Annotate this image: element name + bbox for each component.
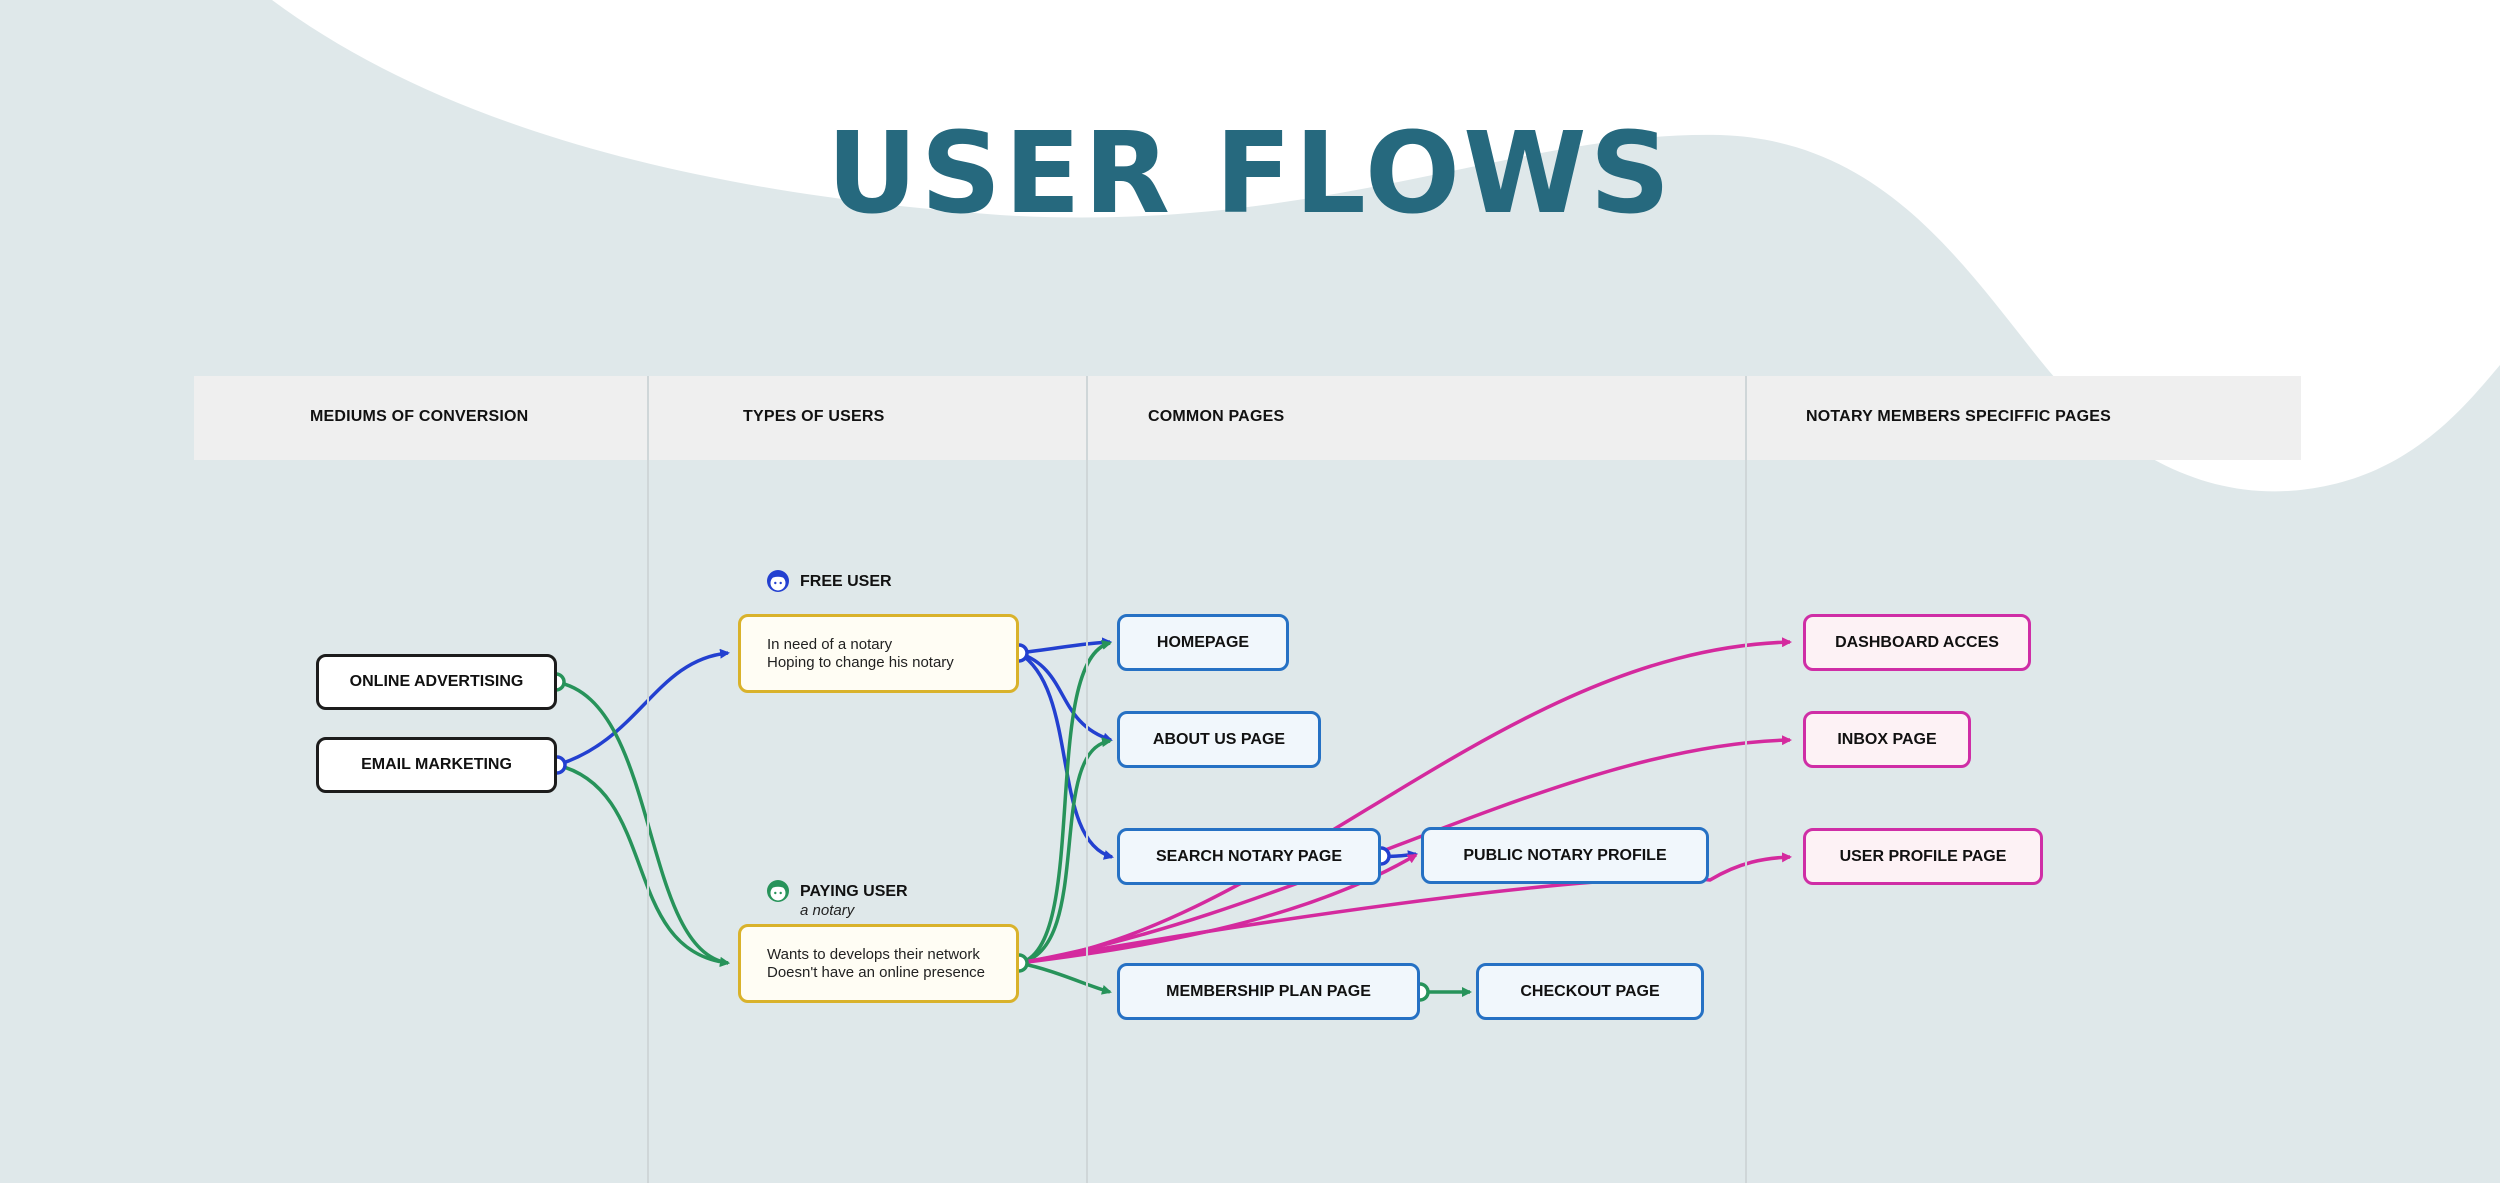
column-header-band bbox=[194, 376, 2301, 460]
node-search-notary-page[interactable]: SEARCH NOTARY PAGE bbox=[1117, 828, 1381, 885]
node-inbox-page[interactable]: INBOX PAGE bbox=[1803, 711, 1971, 768]
node-free-user[interactable]: In need of a notary Hoping to change his… bbox=[738, 614, 1019, 693]
node-paying-user[interactable]: Wants to develops their network Doesn't … bbox=[738, 924, 1019, 1003]
flow-paying-to-membership bbox=[1018, 961, 1112, 995]
flow-free-to-about bbox=[1018, 651, 1113, 743]
face-avatar-icon bbox=[767, 880, 789, 902]
flow-email-to-paying bbox=[556, 763, 730, 967]
column-header-user-types: TYPES OF USERS bbox=[743, 408, 885, 425]
node-dashboard-acces[interactable]: DASHBOARD ACCES bbox=[1803, 614, 2031, 671]
column-divider bbox=[647, 376, 649, 1183]
column-header-mediums: MEDIUMS OF CONVERSION bbox=[310, 408, 529, 425]
node-homepage[interactable]: HOMEPAGE bbox=[1117, 614, 1289, 671]
free-user-flows bbox=[556, 637, 1418, 861]
node-user-profile-page[interactable]: USER PROFILE PAGE bbox=[1803, 828, 2043, 885]
flow-paying-to-dashboard bbox=[1018, 637, 1792, 965]
column-divider bbox=[1086, 376, 1088, 1183]
face-avatar-icon bbox=[767, 570, 789, 592]
node-public-notary-profile[interactable]: PUBLIC NOTARY PROFILE bbox=[1421, 827, 1709, 884]
node-checkout-page[interactable]: CHECKOUT PAGE bbox=[1476, 963, 1704, 1020]
column-header-common-pages: COMMON PAGES bbox=[1148, 408, 1285, 425]
free-user-goal: Hoping to change his notary bbox=[767, 653, 954, 671]
page-title: USER FLOWS bbox=[826, 109, 1674, 239]
free-user-need: In need of a notary bbox=[767, 635, 893, 653]
paying-user-label: PAYING USER bbox=[800, 883, 908, 900]
column-divider bbox=[1745, 376, 1747, 1183]
node-online-advertising[interactable]: ONLINE ADVERTISING bbox=[316, 654, 557, 710]
node-email-marketing[interactable]: EMAIL MARKETING bbox=[316, 737, 557, 793]
node-membership-plan-page[interactable]: MEMBERSHIP PLAN PAGE bbox=[1117, 963, 1420, 1020]
paying-user-problem: Doesn't have an online presence bbox=[767, 963, 986, 981]
column-header-member-pages: NOTARY MEMBERS SPECIFFIC PAGES bbox=[1806, 408, 2111, 425]
flow-email-to-free bbox=[556, 648, 730, 767]
paying-user-need: Wants to develops their network bbox=[767, 945, 980, 963]
free-user-label: FREE USER bbox=[800, 573, 892, 590]
paying-user-sublabel: a notary bbox=[800, 902, 855, 919]
flow-paying-to-about bbox=[1018, 737, 1112, 965]
flow-free-to-search bbox=[1018, 651, 1114, 860]
node-about-us-page[interactable]: ABOUT US PAGE bbox=[1117, 711, 1321, 768]
